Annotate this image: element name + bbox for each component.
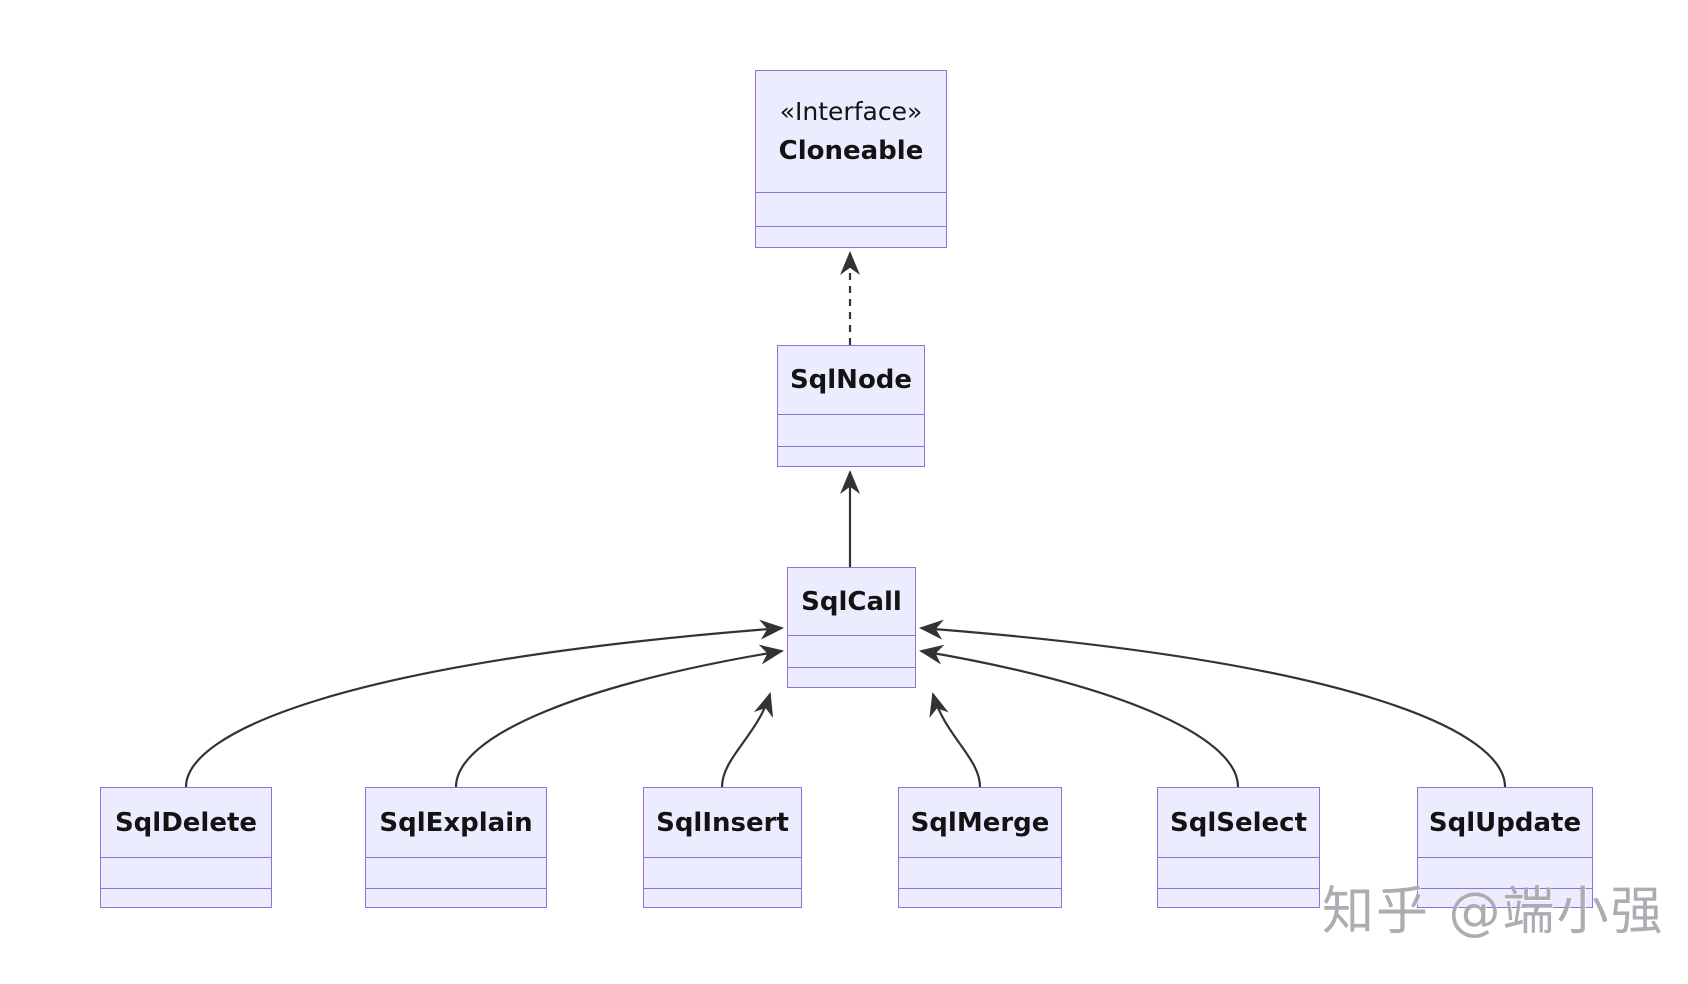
edge-sqlupdate-sqlcall-inheritance [919,619,1507,788]
class-box-sqlmerge: SqlMerge [898,787,1062,908]
class-name-label: SqlExplain [379,807,533,838]
class-attributes-section [899,857,1061,888]
edge-sqldelete-sqlcall-inheritance [184,619,784,788]
class-title-section: SqlCall [788,568,915,635]
class-title-section: SqlMerge [899,788,1061,857]
class-methods-section [778,446,924,466]
class-methods-section [788,667,915,687]
class-stereotype-label: «Interface» [779,97,923,126]
class-attributes-section [1418,857,1592,888]
class-name-label: Cloneable [778,136,924,166]
class-methods-section [1418,888,1592,907]
edge-sqlinsert-sqlcall-inheritance [720,692,774,788]
class-name-label: SqlUpdate [1428,807,1582,838]
class-title-section: SqlInsert [644,788,801,857]
class-name-label: SqlInsert [656,807,789,838]
class-box-cloneable: «Interface» Cloneable [755,70,947,248]
class-attributes-section [788,635,915,667]
class-methods-section [366,888,546,907]
class-title-section: SqlNode [778,346,924,414]
edge-sqlmerge-sqlcall-inheritance [929,692,982,788]
class-box-sqldelete: SqlDelete [100,787,272,908]
class-methods-section [101,888,271,907]
class-methods-section [644,888,801,907]
class-name-label: SqlMerge [910,807,1050,838]
class-box-sqlexplain: SqlExplain [365,787,547,908]
class-title-section: SqlExplain [366,788,546,857]
class-name-label: SqlSelect [1170,807,1307,838]
watermark: 知乎 @端小强 [1322,882,1665,942]
class-methods-section [1158,888,1319,907]
class-name-label: SqlDelete [114,807,258,838]
class-title-section: SqlUpdate [1418,788,1592,857]
class-box-sqlselect: SqlSelect [1157,787,1320,908]
class-title-section: SqlDelete [101,788,271,857]
class-title-section: «Interface» Cloneable [756,71,946,192]
class-methods-section [756,226,946,247]
class-attributes-section [756,192,946,226]
class-attributes-section [1158,857,1319,888]
edge-sqlselect-sqlcall-inheritance [919,644,1240,788]
class-box-sqlupdate: SqlUpdate [1417,787,1593,908]
class-attributes-section [366,857,546,888]
class-title-section: SqlSelect [1158,788,1319,857]
class-name-label: SqlCall [801,586,902,617]
class-attributes-section [778,414,924,446]
class-methods-section [899,888,1061,907]
edge-sqlexplain-sqlcall-inheritance [454,644,784,788]
class-name-label: SqlNode [789,365,913,395]
class-attributes-section [644,857,801,888]
class-box-sqlinsert: SqlInsert [643,787,802,908]
class-attributes-section [101,857,271,888]
class-box-sqlcall: SqlCall [787,567,916,688]
class-box-sqlnode: SqlNode [777,345,925,467]
